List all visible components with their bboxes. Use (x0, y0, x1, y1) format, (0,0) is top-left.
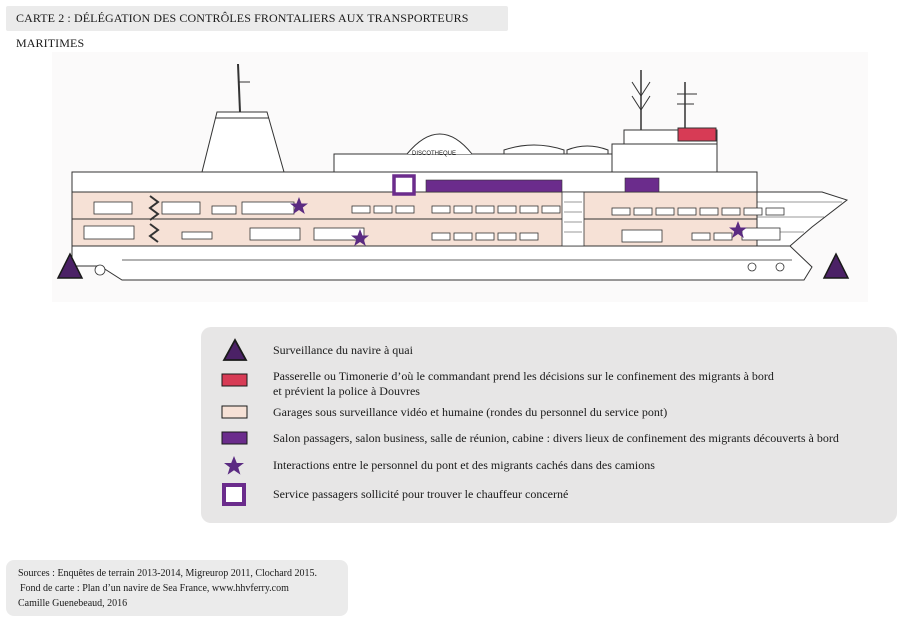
salon-confinement-area (425, 179, 563, 193)
surveillance-triangle-aft (56, 252, 84, 279)
passenger-service-marker (392, 174, 416, 196)
basemap-line: Fond de carte : Plan d’un navire de Sea … (20, 583, 289, 594)
radar-arms (677, 93, 697, 105)
hollow-square-icon (221, 483, 249, 511)
red-rect-icon (221, 373, 249, 401)
map-title: CARTE 2 : DÉLÉGATION DES CONTRÔLES FRONT… (6, 6, 508, 50)
cabin-confinement-area (624, 177, 660, 193)
porthole-bow-2 (775, 262, 785, 272)
legend-text: Surveillance du navire à quai (273, 343, 413, 357)
vehicles-upper (93, 201, 785, 216)
bridge-deck (611, 143, 718, 173)
lower-hull (71, 245, 813, 281)
pink-rect-icon (221, 405, 249, 433)
purple-rect-icon (221, 431, 249, 459)
legend-text: Salon passagers, salon business, salle d… (273, 431, 839, 445)
lifeboat-1 (503, 144, 565, 155)
funnel-mast (237, 63, 241, 113)
legend-text: Garages sous surveillance vidéo et humai… (273, 405, 668, 419)
surveillance-triangle-bow (822, 252, 850, 279)
interaction-star-2 (351, 229, 369, 246)
vehicles-lower (83, 225, 781, 243)
porthole-aft (94, 264, 106, 276)
sources-box: Sources : Enquêtes de terrain 2013-2014,… (6, 560, 348, 616)
legend-text: Service passagers sollicité pour trouver… (273, 487, 569, 501)
ship-plan: DISCOTHEQUE (52, 52, 868, 302)
triangle-icon (221, 337, 249, 365)
sources-line: Sources : Enquêtes de terrain 2013-2014,… (18, 568, 318, 579)
discotheque-dome (406, 133, 473, 155)
mast-rigging (631, 81, 651, 111)
interaction-star-1 (290, 197, 308, 214)
legend-text: Passerelle ou Timonerie d’où le commanda… (273, 369, 774, 398)
bridge-red-area (677, 127, 717, 142)
garage-stairs-aft (148, 195, 160, 243)
legend-text: Interactions entre le personnel du pont … (273, 458, 655, 472)
ship-illustration: DISCOTHEQUE (52, 52, 868, 302)
porthole-bow-1 (747, 262, 757, 272)
author-line: Camille Guenebeaud, 2016 (18, 598, 128, 609)
discotheque-label: DISCOTHEQUE (412, 151, 456, 157)
star-icon (221, 455, 249, 483)
stairwell-steps (564, 201, 582, 233)
lifeboat-2 (566, 145, 609, 155)
legend: Surveillance du navire à quai Passerelle… (201, 327, 897, 523)
garage-stairwell (561, 191, 585, 247)
upper-deck (333, 153, 613, 173)
interaction-star-3 (729, 221, 747, 238)
